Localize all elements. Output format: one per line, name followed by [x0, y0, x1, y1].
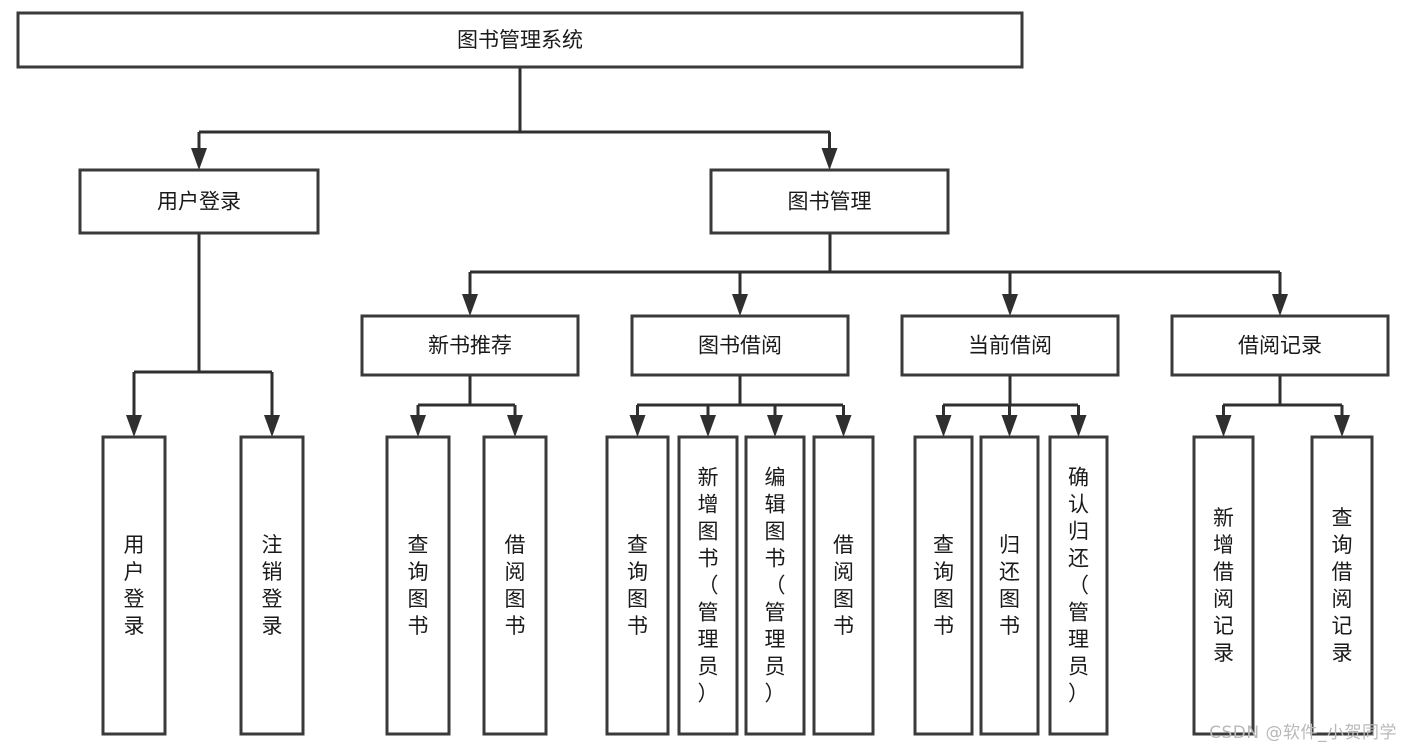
node-leaf-1-注销登录[interactable]: 注销登录 [239, 435, 305, 736]
node-leaf-9-归还图书-label: 归还图书 [999, 533, 1020, 638]
node-leaf-3-借阅图书-box[interactable] [482, 435, 548, 736]
edge-to-leaf-1-arrowhead [264, 415, 280, 437]
edge-to-leaf-5-arrowhead [700, 415, 716, 437]
node-leaf-12-查询借阅记录-box[interactable] [1310, 435, 1374, 736]
node-leaf-0-用户登录-label: 用户登录 [124, 533, 145, 638]
edge-to-leaf-4-arrowhead [629, 415, 646, 437]
node-leaf-1-注销登录-box[interactable] [239, 435, 305, 736]
node-root-图书管理系统-box[interactable] [16, 11, 1024, 69]
node-leaf-8-查询图书[interactable]: 查询图书 [913, 435, 974, 736]
node-level3-借阅记录-label: 借阅记录 [1238, 334, 1322, 358]
node-level3-图书借阅-label: 图书借阅 [698, 334, 782, 358]
node-level3-当前借阅-box[interactable] [900, 314, 1120, 377]
node-root-图书管理系统[interactable]: 图书管理系统 [16, 11, 1024, 69]
edge-to-leaf-6-arrowhead [767, 415, 783, 437]
node-leaf-2-查询图书-label: 查询图书 [408, 533, 429, 638]
node-leaf-3-借阅图书-label: 借阅图书 [505, 533, 526, 638]
node-level2-用户登录-box[interactable] [78, 168, 320, 235]
node-leaf-3-借阅图书[interactable]: 借阅图书 [482, 435, 548, 736]
edge-to-leaf-2-arrowhead [410, 415, 426, 437]
edge-to-当前借阅-arrowhead [1002, 294, 1018, 316]
edge-to-图书管理-arrowhead [821, 148, 838, 170]
node-level3-图书借阅[interactable]: 图书借阅 [630, 314, 850, 377]
node-leaf-7-借阅图书-label: 借阅图书 [833, 533, 854, 638]
node-leaf-9-归还图书-box[interactable] [979, 435, 1040, 736]
edge-to-leaf-7-arrowhead [835, 415, 852, 437]
node-leaf-11-新增借阅记录-label: 新增借阅记录 [1213, 506, 1234, 665]
edge-to-leaf-11-arrowhead [1215, 415, 1232, 437]
edges-layer [126, 67, 1350, 437]
node-leaf-10-确认归还管理员-label: 确认归还（管理员） [1068, 466, 1089, 706]
node-level2-用户登录[interactable]: 用户登录 [78, 168, 320, 235]
node-leaf-10-确认归还管理员[interactable]: 确认归还（管理员） [1048, 435, 1109, 736]
node-leaf-12-查询借阅记录-label: 查询借阅记录 [1332, 506, 1353, 665]
node-leaf-5-新增图书管理员-label: 新增图书（管理员） [698, 466, 719, 706]
edge-to-leaf-12-arrowhead [1334, 415, 1350, 437]
node-level3-新书推荐-box[interactable] [360, 314, 580, 377]
edge-to-leaf-0-arrowhead [126, 415, 142, 437]
node-leaf-4-查询图书[interactable]: 查询图书 [605, 435, 670, 736]
node-leaf-6-编辑图书管理员[interactable]: 编辑图书（管理员） [744, 435, 806, 736]
node-level3-当前借阅[interactable]: 当前借阅 [900, 314, 1120, 377]
edge-to-用户登录-arrowhead [191, 148, 207, 170]
node-level3-新书推荐[interactable]: 新书推荐 [360, 314, 580, 377]
node-leaf-12-查询借阅记录[interactable]: 查询借阅记录 [1310, 435, 1374, 736]
node-leaf-2-查询图书-box[interactable] [385, 435, 451, 736]
node-leaf-5-新增图书管理员-box[interactable] [677, 435, 739, 736]
node-leaf-2-查询图书[interactable]: 查询图书 [385, 435, 451, 736]
edge-to-leaf-3-arrowhead [507, 415, 523, 437]
node-leaf-0-用户登录[interactable]: 用户登录 [101, 435, 167, 736]
node-level2-图书管理-box[interactable] [709, 168, 950, 235]
edge-to-图书借阅-arrowhead [732, 294, 748, 316]
node-leaf-11-新增借阅记录[interactable]: 新增借阅记录 [1192, 435, 1255, 736]
node-leaf-4-查询图书-label: 查询图书 [627, 533, 648, 638]
node-leaf-5-新增图书管理员[interactable]: 新增图书（管理员） [677, 435, 739, 736]
node-leaf-6-编辑图书管理员-label: 编辑图书（管理员） [765, 466, 786, 706]
edge-to-leaf-8-arrowhead [935, 415, 952, 437]
node-level3-当前借阅-label: 当前借阅 [968, 334, 1052, 358]
node-leaf-7-借阅图书[interactable]: 借阅图书 [812, 435, 875, 736]
node-leaf-8-查询图书-label: 查询图书 [933, 533, 954, 638]
node-leaf-0-用户登录-box[interactable] [101, 435, 167, 736]
node-leaf-7-借阅图书-box[interactable] [812, 435, 875, 736]
node-leaf-4-查询图书-box[interactable] [605, 435, 670, 736]
node-level2-用户登录-label: 用户登录 [157, 190, 241, 214]
node-level2-图书管理-label: 图书管理 [788, 190, 872, 214]
node-level3-借阅记录[interactable]: 借阅记录 [1170, 314, 1390, 377]
edge-to-新书推荐-arrowhead [462, 294, 478, 316]
edge-to-借阅记录-arrowhead [1272, 294, 1288, 316]
node-leaf-8-查询图书-box[interactable] [913, 435, 974, 736]
node-level3-图书借阅-box[interactable] [630, 314, 850, 377]
node-leaf-1-注销登录-label: 注销登录 [262, 533, 283, 638]
edge-to-leaf-9-arrowhead [1001, 415, 1018, 437]
node-leaf-9-归还图书[interactable]: 归还图书 [979, 435, 1040, 736]
nodes-layer: 图书管理系统用户登录图书管理新书推荐图书借阅当前借阅借阅记录用户登录注销登录查询… [16, 11, 1390, 736]
node-level3-新书推荐-label: 新书推荐 [428, 334, 512, 358]
node-root-图书管理系统-label: 图书管理系统 [457, 28, 583, 52]
node-leaf-6-编辑图书管理员-box[interactable] [744, 435, 806, 736]
node-leaf-10-确认归还管理员-box[interactable] [1048, 435, 1109, 736]
node-level3-借阅记录-box[interactable] [1170, 314, 1390, 377]
node-level2-图书管理[interactable]: 图书管理 [709, 168, 950, 235]
edge-to-leaf-10-arrowhead [1070, 415, 1087, 437]
node-leaf-11-新增借阅记录-box[interactable] [1192, 435, 1255, 736]
